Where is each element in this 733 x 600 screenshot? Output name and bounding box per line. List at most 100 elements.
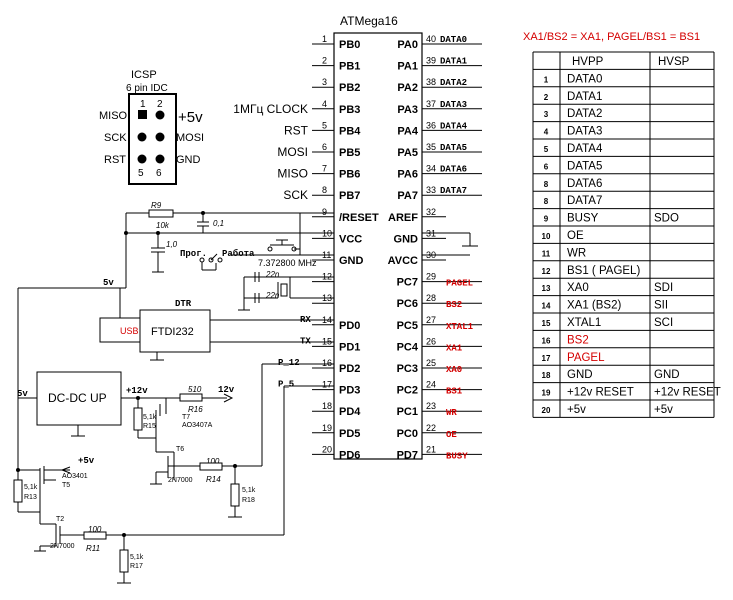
pin-number: 7: [322, 164, 327, 174]
crystal: [280, 283, 288, 297]
r9-label: R9: [151, 201, 162, 210]
pin-name: PC7: [397, 277, 418, 289]
table-row-number: 11: [542, 249, 551, 258]
pin-name: PA5: [397, 147, 418, 159]
pin-number: 6: [322, 142, 327, 152]
table-cell-hvsp: SCI: [654, 317, 673, 329]
dcdc-label: DC-DC UP: [48, 391, 107, 405]
pin-signal-label: DATA2: [440, 78, 467, 88]
table-row-number: 2: [544, 93, 549, 102]
pin-number: 21: [426, 444, 436, 454]
pin-number: 32: [426, 207, 436, 217]
icsp-mosi-label: MOSI: [176, 132, 204, 144]
pin-signal-label: SCK: [283, 188, 308, 202]
table-row-number: 18: [542, 371, 551, 380]
table-cell-hvpp: XTAL1: [567, 317, 601, 329]
icsp-gnd-label: GND: [176, 154, 201, 166]
table-cell-hvpp: DATA4: [567, 143, 603, 155]
pin-name: PD6: [339, 449, 360, 461]
pin-name: PD5: [339, 428, 360, 440]
pin-signal-label: XA1: [446, 343, 463, 353]
pin-name: PA6: [397, 169, 418, 181]
table-cell-hvpp: DATA5: [567, 160, 602, 172]
t5-part: AO3401: [62, 473, 88, 480]
r18-label: R18: [242, 497, 255, 504]
pin-number: 36: [426, 120, 436, 130]
net-5v-top: 5v: [103, 278, 114, 288]
pin-number: 2: [322, 56, 327, 66]
pin-name: GND: [339, 255, 364, 267]
t2-label: T2: [56, 516, 64, 523]
pin-name: PC0: [397, 428, 418, 440]
pin-number: 15: [322, 336, 332, 346]
table-cell-hvpp: DATA0: [567, 73, 602, 85]
power-section: 5v DC-DC UP +12v 510 R16 12v T7 AO3407A …: [13, 371, 284, 584]
icsp-sck-label: SCK: [104, 132, 127, 144]
r17-resistor: [119, 549, 129, 573]
table-cell-hvpp: BUSY: [567, 213, 599, 225]
pin-signal-label: DATA7: [440, 186, 467, 196]
r13-label: R13: [24, 494, 37, 501]
table-row-number: 6: [544, 162, 549, 171]
pin-number: 22: [426, 423, 436, 433]
icsp-pin4: [155, 132, 165, 142]
net-label: P_12: [278, 358, 300, 368]
icsp-pin3: [137, 132, 147, 142]
pin-name: GND: [394, 233, 419, 245]
crystal-label: 7.372800 MHz: [258, 258, 317, 268]
pin-name: PB2: [339, 82, 360, 94]
table-row-number: 12: [542, 267, 551, 276]
r11-resistor: [83, 531, 107, 540]
pin-signal-label: OE: [446, 430, 457, 440]
table-cell-hvpp: +5v: [567, 404, 586, 416]
c2-value: 1,0: [166, 240, 178, 249]
pin-name: PD4: [339, 406, 361, 418]
pin-number: 20: [322, 444, 332, 454]
table-cell-hvpp: BS2: [567, 334, 589, 346]
pin-name: PD7: [397, 449, 418, 461]
pin-name: PC6: [397, 298, 418, 310]
dtr-label: DTR: [175, 299, 192, 309]
pin-name: PA0: [397, 39, 418, 51]
pin-number: 40: [426, 34, 436, 44]
t2-part: 2N7000: [50, 543, 75, 550]
pin-name: PB4: [339, 125, 361, 137]
pin-number: 4: [322, 99, 327, 109]
table-row-number: 15: [542, 319, 551, 328]
ftdi-module: 5v USB FTDI232 DTR: [17, 278, 334, 512]
table-cell-hvpp: DATA6: [567, 178, 602, 190]
r15-resistor: [133, 407, 143, 431]
pin-signal-label: DATA5: [440, 143, 467, 153]
pin-number: 3: [322, 77, 327, 87]
r15-label: R15: [143, 423, 156, 430]
ftdi-chip: [139, 309, 211, 353]
pin-name: PB3: [339, 104, 360, 116]
icsp-pin2: [155, 110, 165, 120]
r14-resistor: [199, 462, 223, 471]
pin-signal-label: MISO: [277, 167, 308, 181]
c3-value: 22n: [265, 270, 280, 279]
table-cell-hvsp: GND: [654, 369, 680, 381]
reset-circuit: R9 10k 0,1 1,0 Прог. Работа: [105, 201, 334, 311]
net-label: P_5: [278, 380, 294, 390]
pin-number: 16: [322, 358, 332, 368]
pin-signal-label: RST: [284, 123, 309, 137]
table-row-number: 4: [544, 128, 549, 137]
switch-work-label: Работа: [222, 248, 255, 259]
r14-value: 100: [206, 457, 220, 466]
pin-number: 29: [426, 272, 436, 282]
table-cell-hvpp: WR: [567, 247, 586, 259]
chip-title: ATMega16: [340, 14, 398, 28]
c1-value: 0,1: [213, 219, 224, 228]
pin-signal-label: PAGEL: [446, 279, 473, 289]
ftdi-label: FTDI232: [151, 326, 194, 338]
table-cell-hvpp: DATA1: [567, 91, 602, 103]
pin-name: PA3: [397, 104, 418, 116]
switch-prog-label: Прог.: [180, 249, 207, 259]
pin-name: AVCC: [388, 255, 418, 267]
c4-value: 22n: [265, 291, 280, 300]
icsp-subtitle: 6 pin IDC: [126, 83, 168, 94]
pin-name: PD2: [339, 363, 360, 375]
pin-number: 28: [426, 293, 436, 303]
